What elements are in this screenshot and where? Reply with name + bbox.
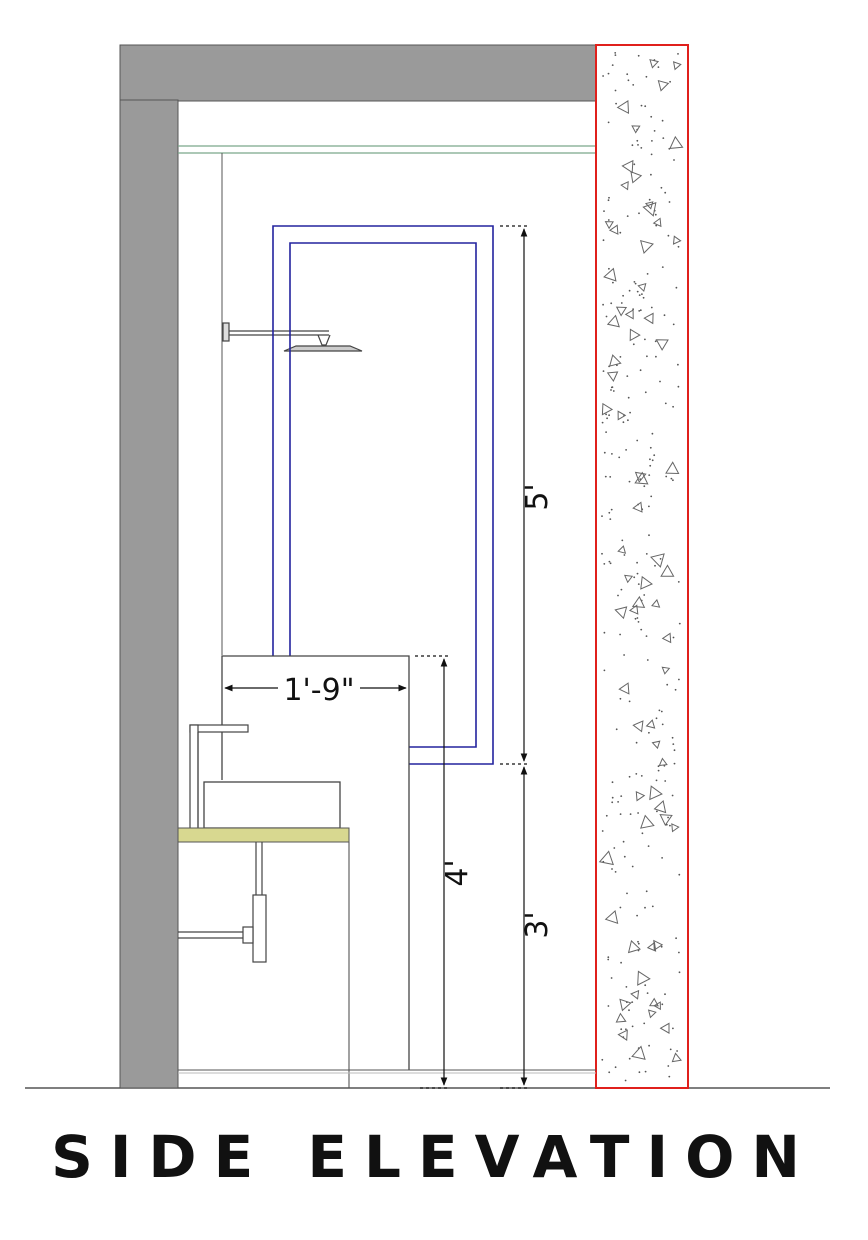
ceiling-slab [119,44,597,102]
drain-trap-icon [178,842,267,963]
dimension-sill-height [500,766,530,1089]
partition-wall [221,655,410,1070]
basin-icon [203,781,341,829]
left-wall [119,99,179,1089]
dimension-partition-height [415,655,450,1089]
counter-top [177,827,350,843]
dimension-mirror-height [500,225,530,765]
sill-height-label: 3' [520,911,555,938]
mirror-height-label: 5' [520,483,555,510]
partition-height-label: 4' [440,859,475,886]
partition-width-label-bg [278,670,360,704]
shower-head-icon [222,322,363,352]
mirror-frame [272,225,494,765]
drawing-title: SIDE ELEVATION [51,1123,817,1191]
vanity-cabinet [178,842,596,1088]
partition-width-label: 1'-9" [283,673,354,708]
concrete-column [595,44,689,1089]
